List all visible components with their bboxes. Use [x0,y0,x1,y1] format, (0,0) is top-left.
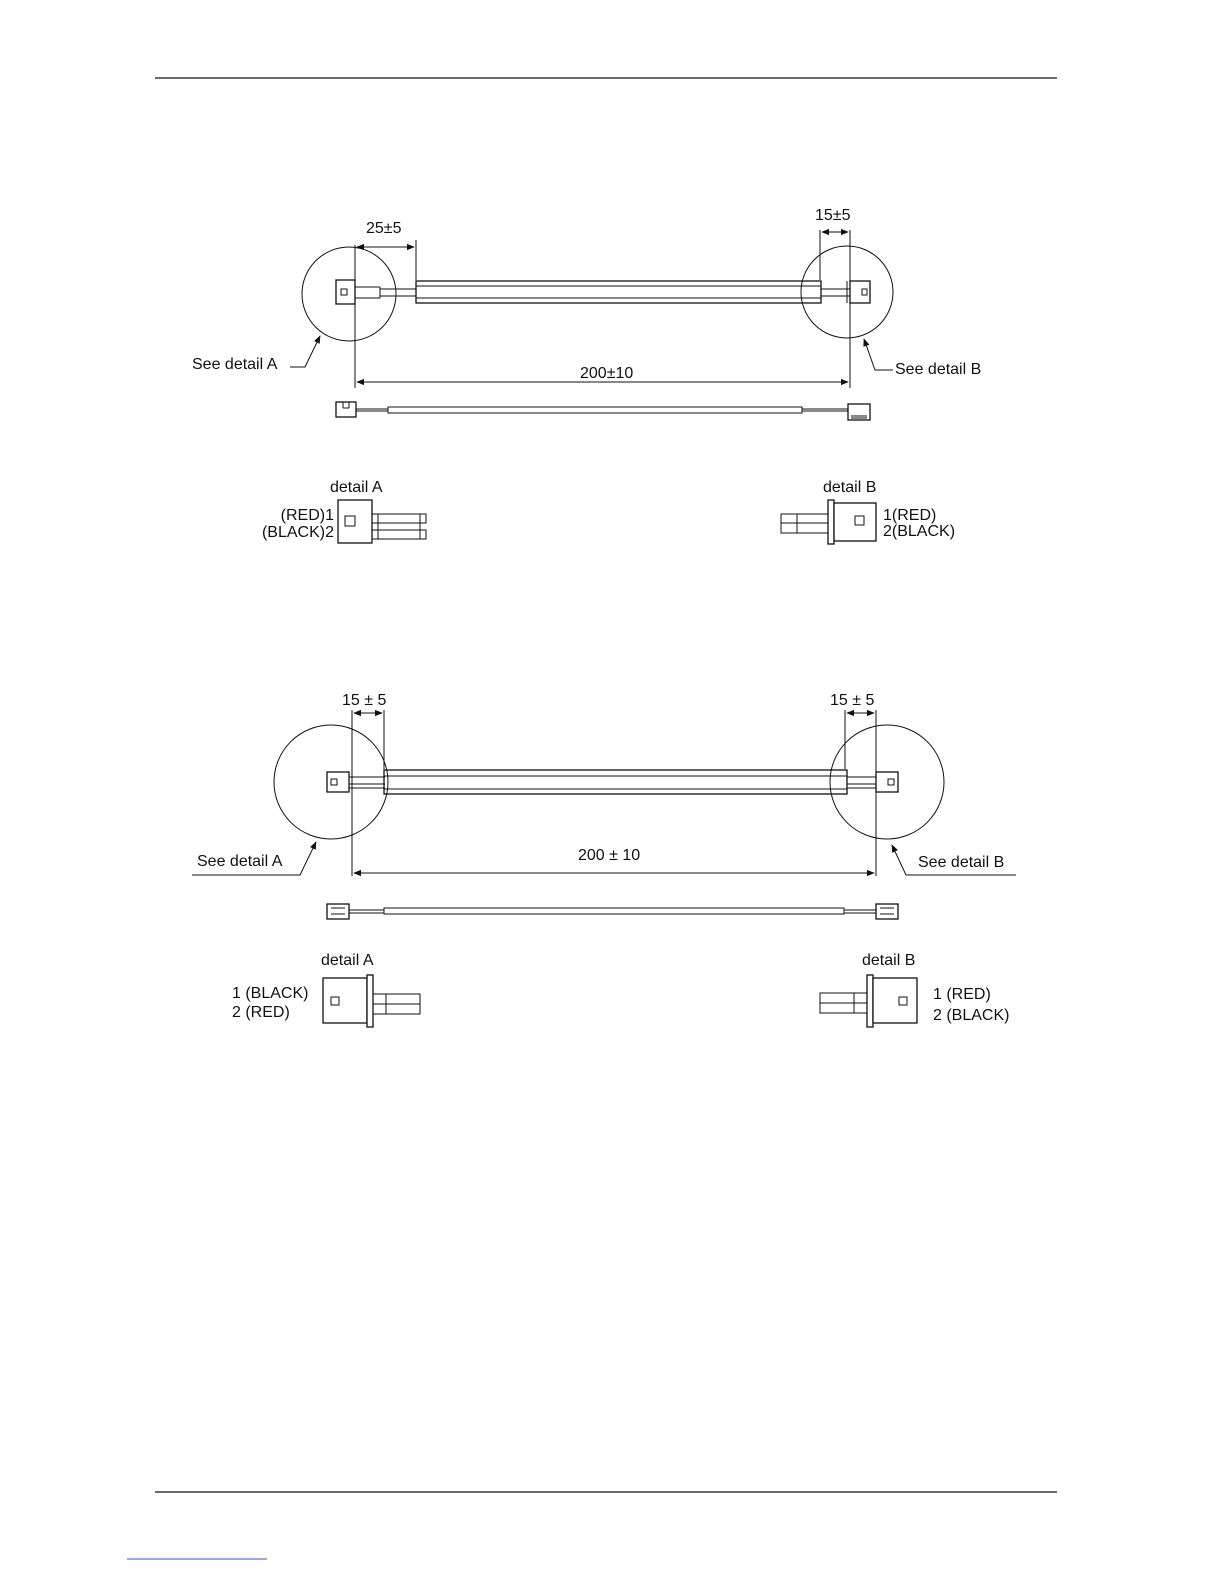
detail-b-view: detail B 1(RED) 2(BLACK) [781,479,955,544]
dimension-length-label: 200±10 [580,365,633,382]
callout-see-detail-b: See detail B [895,361,981,378]
dimension-left-label: 25±5 [366,220,402,237]
callout-see-detail-b: See detail B [918,854,1004,871]
cable-sheath [384,770,847,794]
detail-b-pin2-label: 2(BLACK) [883,523,955,540]
connector-right [876,772,898,792]
dimension-right-label: 15±5 [815,207,851,224]
detail-b-view: detail B 1 (RED) 2 (BLACK) [820,952,1009,1027]
connector-left [327,772,349,792]
cable-sheath [416,281,821,303]
detail-a-pin2-label: 2 (RED) [232,1004,290,1021]
callout-see-detail-a: See detail A [192,356,278,373]
detail-a-title: detail A [321,952,374,969]
connector-left [336,280,355,304]
detail-a-pin2-label: (BLACK)2 [262,524,334,541]
dimension-left-label: 15 ± 5 [342,692,386,709]
cable-diagram-1: 25±5 15±5 200±10 See detail A See detail… [192,207,981,544]
detail-b-title: detail B [862,952,915,969]
detail-a-view: detail A (RED)1 (BLACK)2 [262,479,426,543]
cable-diagram-2: 15 ± 5 15 ± 5 200 ± 10 See detail A See … [192,692,1016,1027]
detail-a-view: detail A 1 (BLACK) 2 (RED) [232,952,420,1027]
cable-side-view [327,904,898,919]
detail-b-title: detail B [823,479,876,496]
detail-a-pin1-label: (RED)1 [281,507,334,524]
cable-side-view [336,402,870,420]
detail-b-pin2-label: 2 (BLACK) [933,1007,1009,1024]
dimension-right-label: 15 ± 5 [830,692,874,709]
detail-b-pin1-label: 1(RED) [883,507,936,524]
dimension-length-label: 200 ± 10 [578,847,640,864]
detail-b-pin1-label: 1 (RED) [933,986,991,1003]
callout-see-detail-a: See detail A [197,853,283,870]
detail-a-title: detail A [330,479,383,496]
detail-a-pin1-label: 1 (BLACK) [232,985,308,1002]
